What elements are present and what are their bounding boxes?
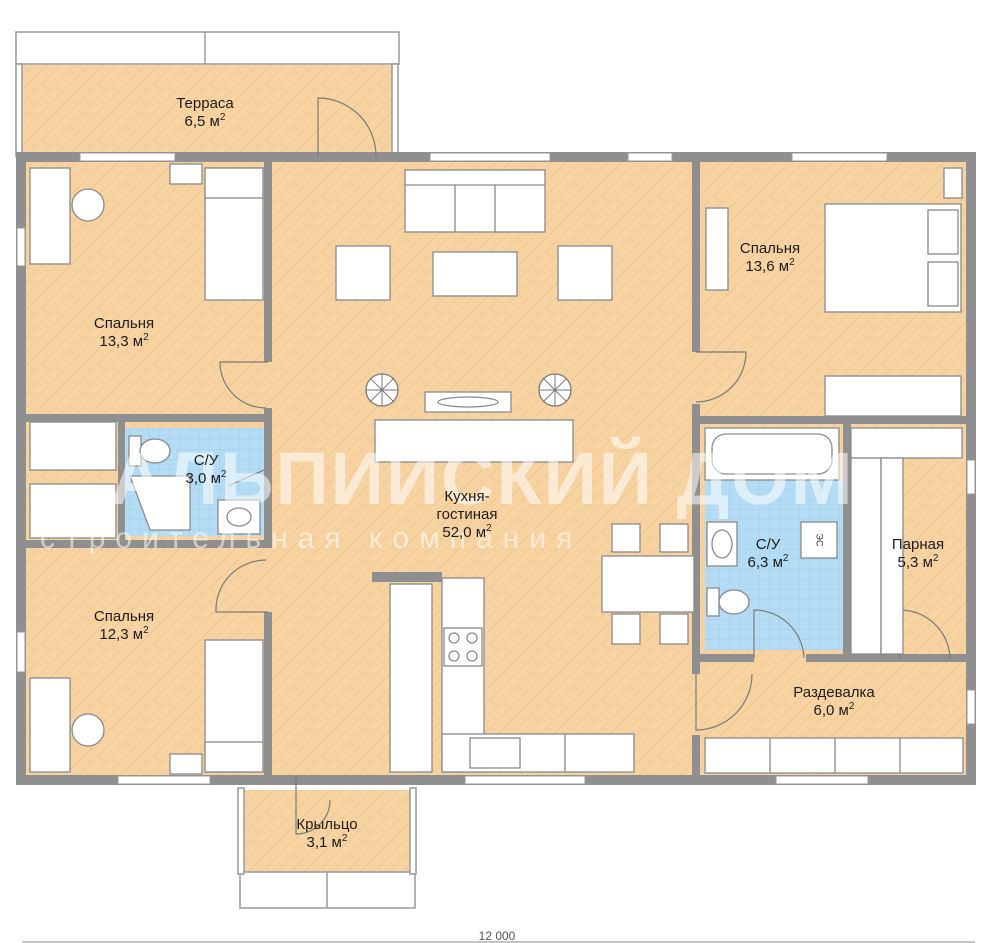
bath1-door (227, 469, 265, 487)
terrace-door (317, 97, 377, 158)
sauna-bench-left (850, 457, 882, 655)
plant-icon (365, 373, 399, 407)
watermark-line2: строительная компания (40, 522, 583, 555)
room-label-kitchen-living: Кухня- гостиная 52,0 м2 (436, 488, 498, 541)
room-label-bedroom-3: Спальня 13,6 м2 (739, 240, 801, 275)
boiler-label: ЭС (815, 534, 825, 547)
bedroom1-door (219, 361, 268, 409)
cabinet-bedroom2 (169, 753, 203, 775)
windows (16, 152, 976, 785)
room-label-bedroom-2: Спальня 12,3 м2 (93, 608, 155, 643)
porch-floor (240, 790, 414, 872)
terrace-floor (20, 65, 395, 157)
bath2-door (753, 609, 805, 659)
railings (15, 31, 417, 909)
doors (215, 97, 951, 835)
room-label-bath-1: С/У 3,0 м2 (185, 452, 227, 487)
wall-bath1-bottom (26, 540, 272, 548)
wall-bath2-right (843, 424, 851, 656)
plant-icon (538, 373, 572, 407)
desk-bedroom1 (29, 167, 71, 265)
dimension-label: 12 000 (479, 929, 516, 943)
toilet-bath1 (139, 438, 171, 464)
nightstand (943, 167, 963, 199)
wall-bath1-top (26, 414, 272, 422)
room-label-sauna: Парная 5,3 м2 (891, 536, 945, 571)
room-label-bedroom-1: Спальня 13,3 м2 (93, 315, 155, 350)
toilet-bath2 (718, 589, 750, 615)
armchair-right (557, 245, 613, 301)
terrace-left-post (15, 63, 23, 157)
terrace-right-post (391, 63, 399, 157)
wall-bedroom3-bottom (700, 416, 966, 424)
dining-table (601, 555, 695, 613)
fridge (389, 583, 433, 773)
toilet-tank-bath2 (706, 587, 720, 617)
sauna-bench-mid (880, 457, 904, 655)
wardrobe-bedroom1 (29, 421, 117, 471)
cabinet-bedroom1 (169, 163, 203, 185)
coffee-table (432, 251, 518, 297)
watermark-line1: АЛЬПИЙСКИЙ ДОМ (110, 437, 855, 520)
armchair-left (335, 245, 391, 301)
wall-left-rooms (264, 162, 272, 362)
bedroom3-door (695, 351, 747, 403)
bedroom2-door (215, 559, 268, 613)
chair-bedroom1 (71, 188, 105, 222)
stove (443, 627, 483, 667)
outer-wall-left (16, 152, 26, 785)
room-label-terrace: Терраса 6,5 м2 (176, 95, 234, 130)
sofa (404, 169, 546, 233)
porch-left-post (237, 787, 245, 875)
kitchen-sink (469, 737, 521, 769)
desk-bedroom2 (29, 677, 71, 773)
dressing-door (695, 673, 753, 731)
dimension-line: 12 000 (22, 929, 975, 943)
wall-bath1-left (118, 422, 125, 540)
bench-dressing (704, 737, 964, 774)
kitchen-island (374, 419, 574, 463)
wardrobe-bedroom2 (29, 483, 117, 539)
room-label-bath-2: С/У 6,3 м2 (747, 536, 789, 571)
dresser-bedroom3 (705, 207, 729, 291)
wall-kitchen-stub (372, 572, 442, 582)
shower-bath1 (129, 475, 191, 531)
chair-bedroom2 (71, 713, 105, 747)
sauna-door (899, 609, 951, 659)
wall-bath2-bottom (700, 654, 754, 662)
room-label-dressing: Раздевалка 6,0 м2 (793, 684, 875, 719)
boiler (800, 521, 838, 559)
room-label-porch: Крыльцо 3,1 м2 (296, 816, 358, 851)
furniture (29, 163, 964, 775)
porch-door (295, 776, 331, 835)
terrace-railing (15, 31, 400, 65)
wall-right-block (692, 162, 700, 352)
wardrobe-bedroom3 (824, 375, 962, 417)
porch-right-post (409, 787, 417, 875)
sauna-bench-top (850, 427, 963, 459)
